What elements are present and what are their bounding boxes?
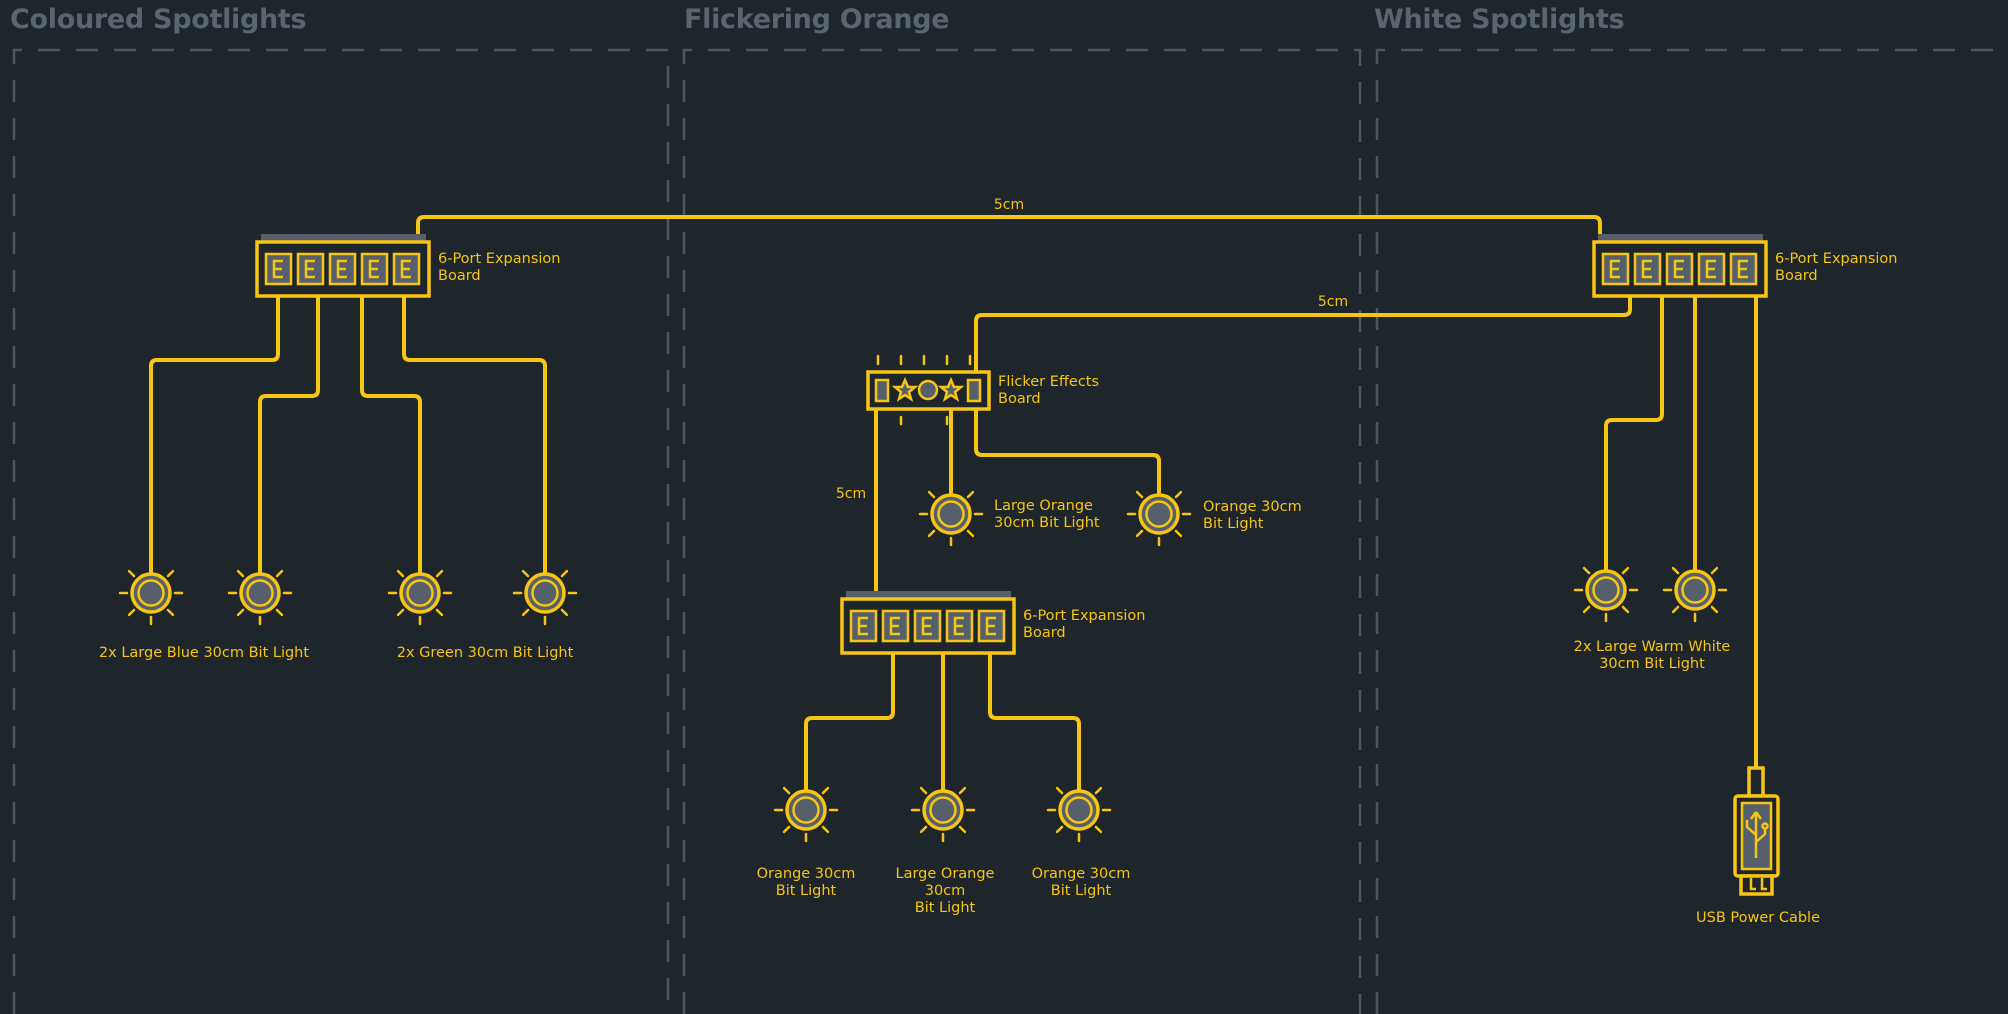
bit-light-icon [910,786,976,843]
wire-green-2 [402,294,547,576]
label-orange-bottom-right-line1: Orange 30cm [1032,866,1131,882]
expansion-board-icon [840,591,1016,655]
wire-blue-1 [149,294,280,576]
label-large-orange-bottom-line1: Large Orange [896,866,995,882]
section-title-flickering-orange: Flickering Orange [684,4,950,35]
expansion-left-label-line2: Board [438,268,481,284]
flicker-label-line1: Flicker Effects [998,374,1099,390]
label-green-lights: 2x Green 30cm Bit Light [397,645,574,661]
wire-green-1 [360,294,422,576]
label-blue-lights: 2x Large Blue 30cm Bit Light [99,645,309,661]
usb-cable-icon [1733,766,1780,896]
section-title-white-spotlights: White Spotlights [1374,4,1625,35]
dimension-top-cable: 5cm [994,197,1024,213]
section-title-coloured-spotlights: Coloured Spotlights [10,4,307,35]
bit-light-icon [387,569,453,626]
wire-orange-bottom-right [988,651,1081,792]
bit-light-icon [1662,566,1728,623]
bit-light-icon [1046,786,1112,843]
expansion-board-icon [255,234,431,298]
usb-label: USB Power Cable [1696,910,1820,926]
expansion-right-label-line1: 6-Port Expansion [1775,251,1897,267]
label-orange-top-line2: Bit Light [1203,516,1264,532]
label-large-orange-top-line1: Large Orange [994,498,1093,514]
bit-light-icon [1126,490,1192,547]
label-warm-white-line2: 30cm Bit Light [1599,656,1705,672]
bit-light-icon [773,786,839,843]
bit-light-icon [227,569,293,626]
expansion-mid-label-line1: 6-Port Expansion [1023,608,1145,624]
label-large-orange-bottom-line3: Bit Light [915,900,976,916]
wire-orange-top [974,407,1161,494]
bit-light-icon [1573,566,1639,623]
bit-light-icon [118,569,184,626]
label-orange-top-line1: Orange 30cm [1203,499,1302,515]
cable-right-expansion-to-flicker [974,294,1632,374]
bit-light-icon [918,490,984,547]
bit-lights [118,490,1728,843]
dimension-second-cable: 5cm [1318,294,1348,310]
wire-warm-white-1 [1604,294,1664,572]
wire-blue-2 [258,294,320,576]
label-large-orange-top-line2: 30cm Bit Light [994,515,1100,531]
section-dividers [12,48,2008,1014]
flicker-board-icon [866,354,991,426]
label-orange-bottom-left-line2: Bit Light [776,883,837,899]
bit-light-icon [512,569,578,626]
cable-left-to-right-expansion [416,215,1602,244]
expansion-mid-label-line2: Board [1023,625,1066,641]
label-orange-bottom-right-line2: Bit Light [1051,883,1112,899]
flicker-sparkle-lines [876,354,972,426]
wires [149,215,1758,792]
expansion-right-label-line2: Board [1775,268,1818,284]
expansion-board-icon [1592,234,1768,298]
dimension-vertical-cable: 5cm [836,486,866,502]
flicker-label-line2: Board [998,391,1041,407]
label-large-orange-bottom-line2: 30cm [925,883,966,899]
label-orange-bottom-left-line1: Orange 30cm [757,866,856,882]
label-warm-white-line1: 2x Large Warm White [1574,639,1731,655]
expansion-left-label-line1: 6-Port Expansion [438,251,560,267]
wire-orange-bottom-left [804,651,895,792]
